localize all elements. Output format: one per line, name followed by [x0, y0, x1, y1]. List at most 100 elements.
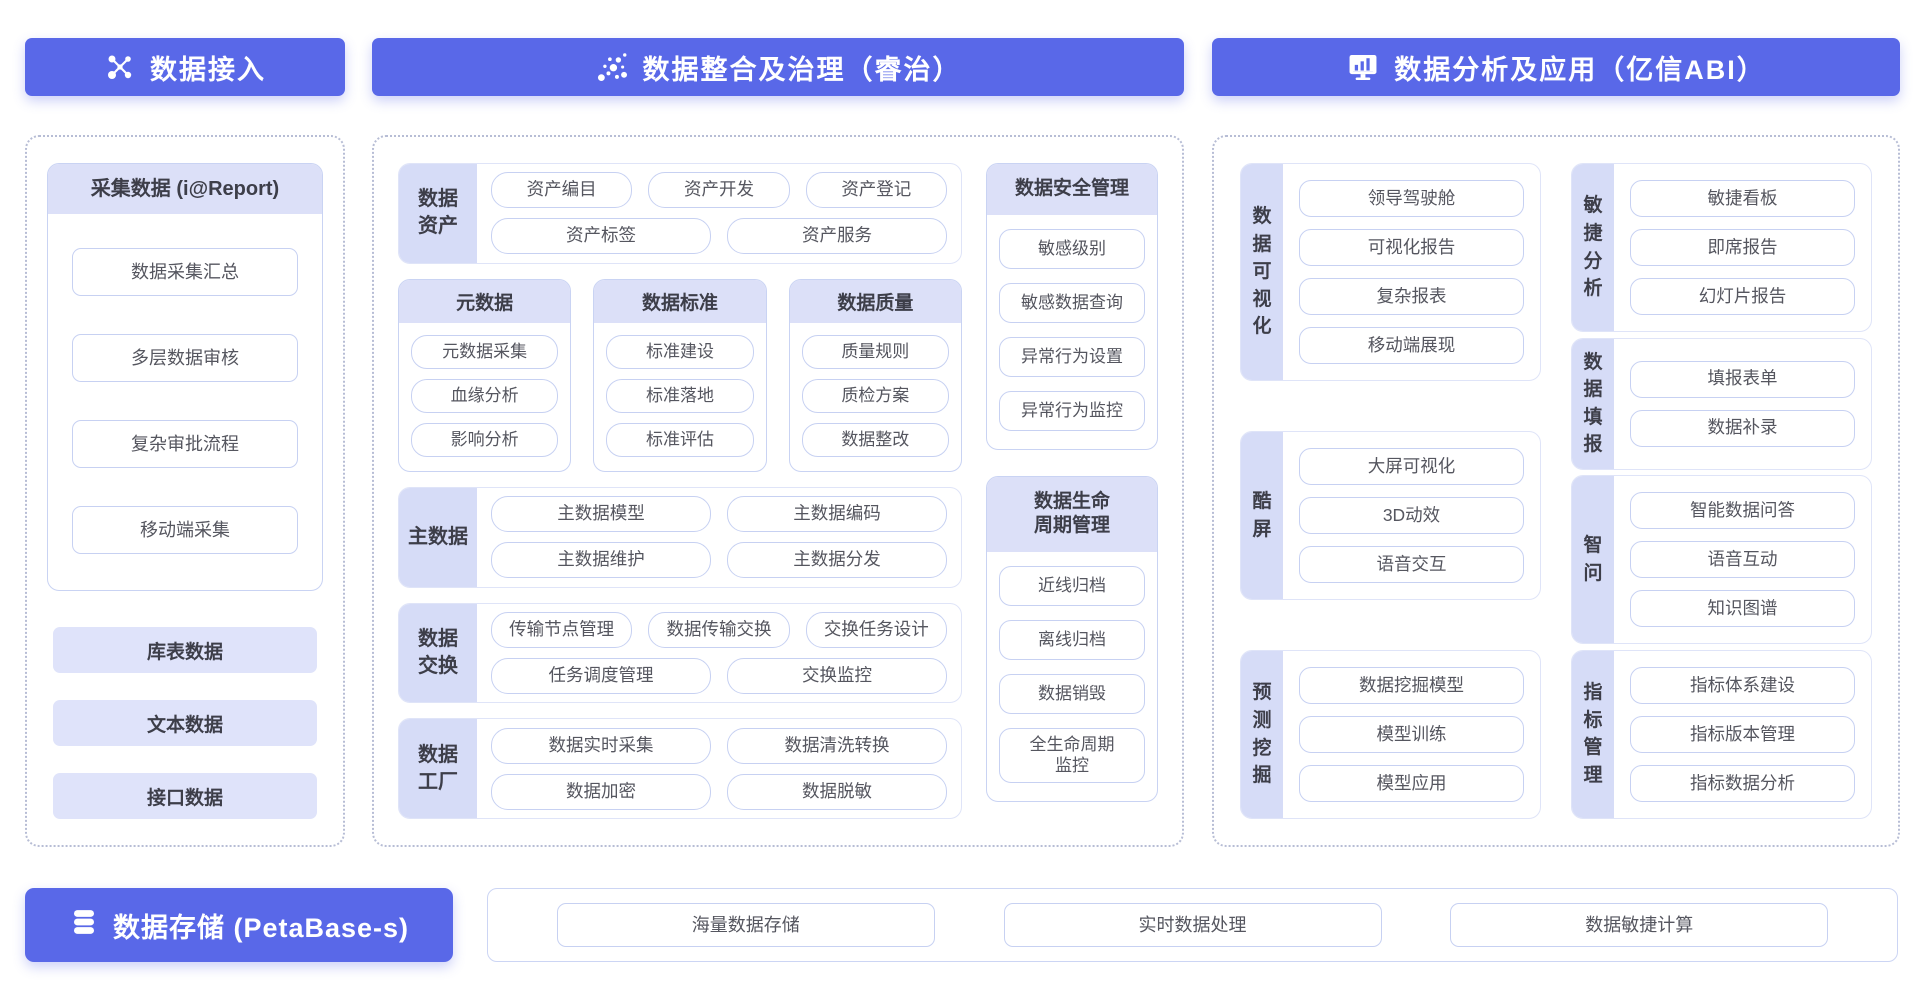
feature-box: 异常行为设置 — [999, 336, 1145, 377]
feature-box: 数据脱敏 — [727, 773, 947, 810]
feature-box: 幻灯片报告 — [1630, 278, 1855, 315]
feature-box: 移动端展现 — [1299, 327, 1524, 364]
feature-box: 标准落地 — [606, 378, 754, 413]
section-label: 指标管理 — [1572, 650, 1614, 818]
feature-box: 血缘分析 — [411, 378, 559, 413]
section-master-data: 主数据 主数据模型主数据编码主数据维护主数据分发 — [398, 486, 962, 588]
feature-box: 资产服务 — [727, 218, 947, 255]
governance-cards-row: 元数据 元数据采集血缘分析影响分析 数据标准 标准建设标准落地标准评估 数据质量… — [398, 278, 962, 472]
section-body: 敏捷看板即席报告幻灯片报告 — [1614, 164, 1871, 331]
header-label: 数据存储 (PetaBase-s) — [112, 912, 410, 943]
feature-box: 主数据维护 — [491, 542, 711, 579]
section-body: 传输节点管理数据传输交换交换任务设计任务调度管理交换监控 — [477, 604, 961, 703]
capability-box: 海量数据存储 — [556, 903, 935, 947]
feature-box: 数据补录 — [1630, 409, 1855, 447]
section-body: 智能数据问答语音互动知识图谱 — [1614, 476, 1871, 643]
feature-box: 数据清洗转换 — [727, 727, 947, 764]
feature-box: 语音互动 — [1630, 541, 1855, 579]
card-data-lifecycle: 数据生命 周期管理 近线归档离线归档数据销毁全生命周期 监控 — [986, 475, 1158, 802]
feature-box: 语音交互 — [1299, 546, 1524, 583]
feature-box: 3D动效 — [1299, 497, 1524, 534]
section-data-visualization: 数据可视化 领导驾驶舱可视化报告复杂报表移动端展现 — [1240, 163, 1541, 381]
section-body: 指标体系建设指标版本管理指标数据分析 — [1614, 651, 1871, 818]
card-body: 敏感级别敏感数据查询异常行为设置异常行为监控 — [987, 215, 1157, 449]
feature-box: 交换任务设计 — [805, 611, 947, 648]
feature-box: 领导驾驶舱 — [1299, 180, 1524, 217]
section-label: 智问 — [1572, 476, 1614, 644]
feature-box: 数据采集汇总 — [72, 248, 298, 296]
feature-row: 资产标签资产服务 — [491, 218, 947, 255]
data-source-box: 库表数据 — [53, 627, 317, 673]
header-label: 数据分析及应用（亿信ABI） — [1394, 54, 1766, 85]
feature-box: 近线归档 — [999, 566, 1145, 607]
data-source-box: 文本数据 — [53, 700, 317, 746]
feature-box: 智能数据问答 — [1630, 492, 1855, 530]
feature-box: 标准建设 — [606, 334, 754, 369]
section-label: 数据 交换 — [399, 603, 477, 703]
header-data-governance: 数据整合及治理（睿治） — [372, 38, 1184, 96]
feature-box: 元数据采集 — [411, 334, 559, 369]
feature-box: 数据加密 — [491, 773, 711, 810]
header-data-analysis: 数据分析及应用（亿信ABI） — [1212, 38, 1900, 96]
feature-row: 主数据模型主数据编码 — [491, 496, 947, 533]
analysis-right-column: 敏捷分析 敏捷看板即席报告幻灯片报告 数据填报 填报表单数据补录 智问 智能数据… — [1571, 163, 1872, 819]
feature-row: 数据实时采集数据清洗转换 — [491, 727, 947, 764]
section-label: 数据 资产 — [399, 164, 477, 263]
card-body: 近线归档离线归档数据销毁全生命周期 监控 — [987, 552, 1157, 801]
card-body: 标准建设标准落地标准评估 — [594, 323, 765, 471]
card-title: 数据生命 周期管理 — [987, 476, 1157, 553]
feature-box: 指标体系建设 — [1630, 666, 1855, 704]
collect-card-title: 采集数据 (i@Report) — [48, 164, 322, 214]
header-data-ingest: 数据接入 — [25, 38, 345, 96]
feature-box: 影响分析 — [411, 422, 559, 457]
capability-box: 实时数据处理 — [1003, 903, 1382, 947]
feature-box: 资产开发 — [648, 172, 790, 209]
feature-box: 任务调度管理 — [491, 657, 711, 694]
panel-data-ingest: 采集数据 (i@Report) 数据采集汇总多层数据审核复杂审批流程移动端采集 … — [25, 135, 345, 847]
network-nodes-icon — [104, 51, 136, 83]
section-body: 领导驾驶舱可视化报告复杂报表移动端展现 — [1283, 164, 1540, 380]
section-data-asset: 数据 资产 资产编目资产开发资产登记资产标签资产服务 — [398, 163, 962, 264]
database-icon — [69, 907, 99, 944]
feature-box: 数据销毁 — [999, 674, 1145, 715]
feature-box: 敏捷看板 — [1630, 180, 1855, 217]
header-data-storage: 数据存储 (PetaBase-s) — [25, 888, 453, 962]
card-title: 元数据 — [399, 279, 571, 323]
feature-box: 即席报告 — [1630, 229, 1855, 266]
capability-box: 数据敏捷计算 — [1450, 903, 1829, 947]
section-agile-analysis: 敏捷分析 敏捷看板即席报告幻灯片报告 — [1571, 163, 1872, 332]
feature-box: 指标版本管理 — [1630, 715, 1855, 753]
feature-box: 多层数据审核 — [72, 334, 298, 382]
section-body: 填报表单数据补录 — [1614, 339, 1871, 469]
card-data-quality: 数据质量 质量规则质检方案数据整改 — [788, 278, 962, 472]
dots-cluster-icon — [595, 50, 629, 84]
card-body: 元数据采集血缘分析影响分析 — [399, 323, 570, 471]
section-body: 数据挖掘模型模型训练模型应用 — [1283, 651, 1540, 818]
section-label: 主数据 — [399, 487, 477, 587]
section-label: 数据填报 — [1572, 338, 1614, 469]
feature-box: 异常行为监控 — [999, 390, 1145, 431]
feature-box: 填报表单 — [1630, 360, 1855, 398]
section-label: 敏捷分析 — [1572, 164, 1614, 331]
feature-box: 数据挖掘模型 — [1299, 667, 1524, 704]
section-predictive-mining: 预测挖掘 数据挖掘模型模型训练模型应用 — [1240, 650, 1541, 819]
feature-box: 敏感数据查询 — [999, 282, 1145, 323]
feature-box: 离线归档 — [999, 620, 1145, 661]
feature-row: 主数据维护主数据分发 — [491, 542, 947, 579]
data-source-box: 接口数据 — [53, 773, 317, 819]
section-label: 酷屏 — [1241, 432, 1283, 599]
header-label: 数据接入 — [150, 54, 266, 85]
section-body: 主数据模型主数据编码主数据维护主数据分发 — [477, 488, 961, 587]
card-title: 数据安全管理 — [987, 164, 1157, 215]
feature-box: 数据实时采集 — [491, 727, 711, 764]
feature-box: 模型应用 — [1299, 765, 1524, 802]
feature-box: 复杂审批流程 — [72, 420, 298, 468]
feature-row: 传输节点管理数据传输交换交换任务设计 — [491, 611, 947, 648]
header-label: 数据整合及治理（睿治） — [642, 54, 962, 85]
card-metadata: 元数据 元数据采集血缘分析影响分析 — [398, 278, 572, 472]
section-label: 数据 工厂 — [399, 719, 477, 818]
